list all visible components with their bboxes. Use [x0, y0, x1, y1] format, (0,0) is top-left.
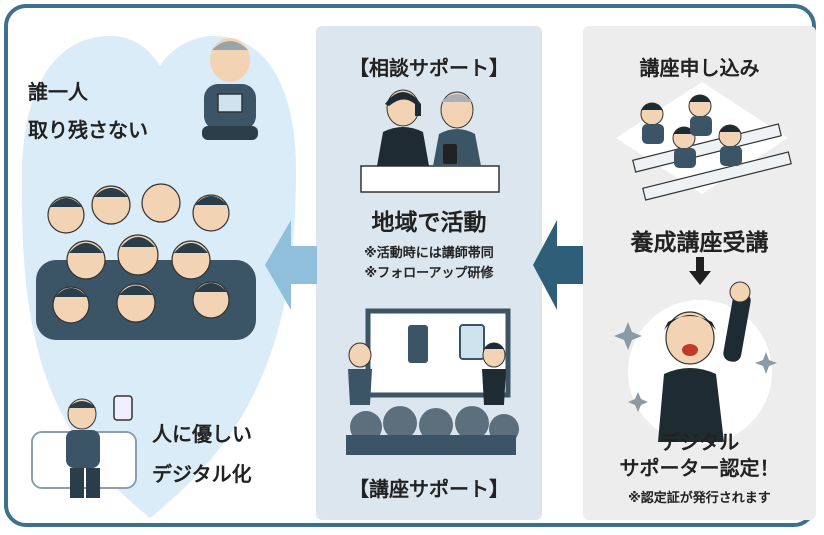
arrow-left-light: [265, 220, 317, 310]
senior-with-tablet-illustration: [202, 38, 258, 140]
consult-support-title: 【相談サポート】: [349, 56, 509, 80]
arrow-left-dark: [533, 220, 583, 310]
certification-line1: デジタル: [659, 430, 740, 454]
certificate-note: ※認定証が発行されます: [628, 491, 771, 506]
slogan-line1: 誰一人: [28, 80, 88, 104]
cheering-crowd-illustration: [36, 183, 256, 340]
slogan-line2: 取り残さない: [28, 118, 148, 142]
activity-title: 地域で活動: [371, 210, 487, 236]
certified-supporter-illustration: [614, 281, 777, 444]
kind-digital-line2: デジタル化: [152, 462, 252, 486]
senior-on-sofa-illustration: [31, 395, 137, 498]
certification-line2: サポーター認定！: [619, 456, 780, 480]
course-support-title: 【講座サポート】: [349, 477, 509, 501]
arrow-down-icon: [689, 257, 711, 285]
kind-digital-line1: 人に優しい: [152, 422, 252, 446]
course-application-title: 講座申し込み: [639, 56, 760, 80]
activity-note-instructor: ※活動時には講師帯同: [364, 246, 494, 261]
consultation-illustration: [360, 89, 500, 193]
classroom-illustration: [616, 82, 792, 201]
activity-note-followup: ※フォローアップ研修: [364, 266, 494, 281]
lecture-illustration: [346, 308, 519, 455]
training-course-title: 養成講座受講: [630, 230, 769, 256]
